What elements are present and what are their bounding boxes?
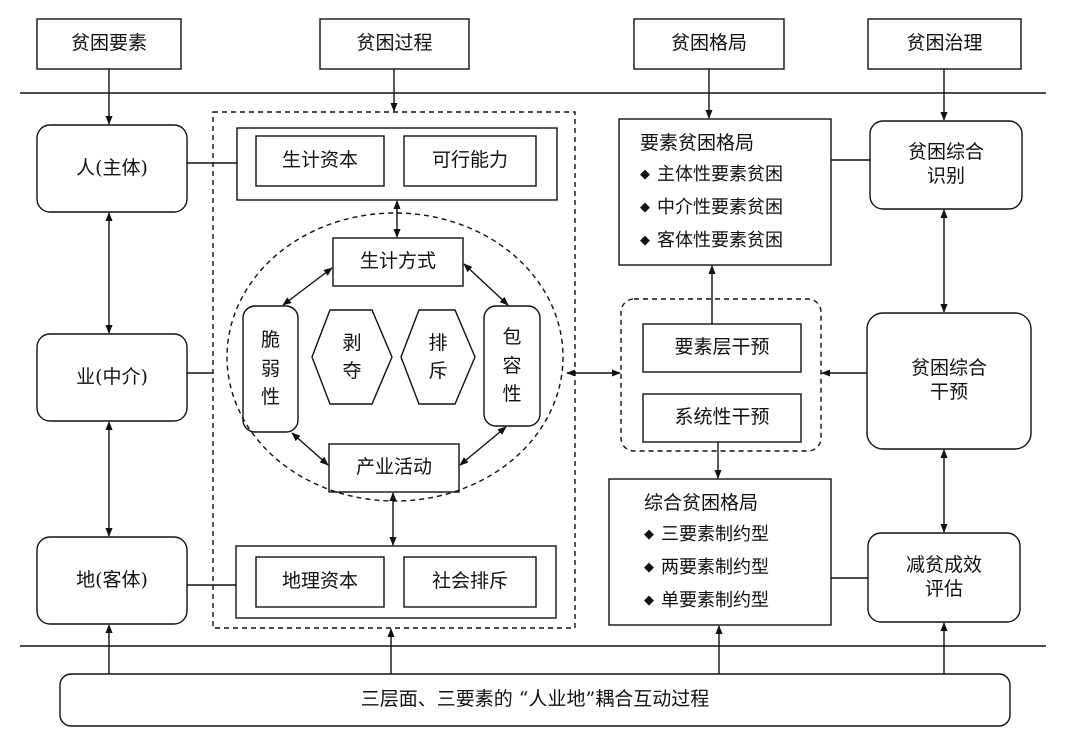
intervention-label: 贫困综合干预: [911, 357, 988, 403]
element-intervention-box: [642, 323, 802, 373]
arrow-inclusiveness-activity: [459, 426, 507, 466]
social-exclusion-box: [403, 556, 537, 608]
inclusiveness-label: 包容性: [502, 326, 522, 406]
header-elements: 贫困要素: [70, 32, 147, 55]
livelihood-capital-label: 生计资本: [281, 149, 358, 172]
geo-group-box: [235, 545, 557, 619]
element-pattern-item: 中介性要素贫困: [640, 192, 783, 225]
exclusion-label: 排斥: [428, 331, 448, 383]
industry-label: 业(中介): [76, 365, 148, 388]
livelihood-capital-box: [255, 135, 385, 187]
social-exclusion-label: 社会排斥: [431, 570, 508, 593]
exclusion-hexagon: [400, 309, 476, 405]
arrow-mode-inclusiveness: [463, 263, 509, 306]
land-box: [36, 536, 188, 625]
identification-label: 贫困综合识别: [908, 141, 985, 187]
deprivation-hexagon: [311, 309, 393, 405]
composite-pattern-title: 综合贫困格局: [644, 492, 759, 514]
element-pattern-title: 要素贫困格局: [640, 132, 755, 154]
composite-pattern-item: 单要素制约型: [644, 585, 769, 618]
intervention-box: [866, 312, 1032, 450]
land-label: 地(客体): [76, 568, 148, 591]
feasible-capability-box: [403, 135, 537, 187]
systemic-intervention-label: 系统性干预: [674, 406, 770, 429]
people-box: [36, 124, 188, 213]
livelihood-mode-box: [332, 237, 464, 287]
element-pattern-list: 要素贫困格局 主体性要素贫困 中介性要素贫困 客体性要素贫困: [640, 128, 783, 258]
element-pattern-box: [618, 118, 832, 266]
header-governance: 贫困治理: [906, 32, 983, 55]
industrial-activity-label: 产业活动: [355, 456, 432, 479]
element-intervention-label: 要素层干预: [674, 336, 770, 359]
vulnerability-box: [242, 305, 299, 433]
industrial-activity-box: [328, 443, 460, 493]
evaluation-label: 减贫成效评估: [906, 553, 983, 600]
systemic-intervention-box: [642, 393, 802, 443]
intervention-dashed-group: [620, 298, 822, 452]
coupling-process-label: 三层面、三要素的 “人业地”耦合互动过程: [360, 688, 710, 711]
geographic-capital-label: 地理资本: [281, 570, 358, 593]
feasible-capability-label: 可行能力: [431, 149, 508, 172]
composite-pattern-item: 三要素制约型: [644, 519, 769, 552]
arrow-mode-vulnerability: [282, 267, 333, 306]
process-dashed-panel: [212, 111, 576, 629]
coupling-process-bar: [59, 673, 1011, 727]
header-process: 贫困过程: [356, 32, 433, 55]
element-pattern-item: 客体性要素贫困: [640, 225, 783, 258]
composite-pattern-box: [608, 478, 832, 626]
livelihood-mode-label: 生计方式: [359, 250, 436, 273]
arrow-vulnerability-activity: [291, 432, 329, 466]
inclusiveness-box: [483, 305, 541, 427]
capital-group-box: [236, 127, 558, 201]
composite-pattern-item: 两要素制约型: [644, 552, 769, 585]
identification-box: [869, 120, 1023, 210]
element-pattern-item: 主体性要素贫困: [640, 159, 783, 192]
vulnerability-label: 脆弱性: [260, 329, 280, 409]
people-label: 人(主体): [76, 156, 148, 179]
deprivation-label: 剥夺: [342, 331, 362, 383]
header-pattern: 贫困格局: [670, 32, 747, 55]
geographic-capital-box: [255, 556, 385, 608]
composite-pattern-list: 综合贫困格局 三要素制约型 两要素制约型 单要素制约型: [644, 488, 769, 618]
industry-box: [36, 333, 188, 422]
